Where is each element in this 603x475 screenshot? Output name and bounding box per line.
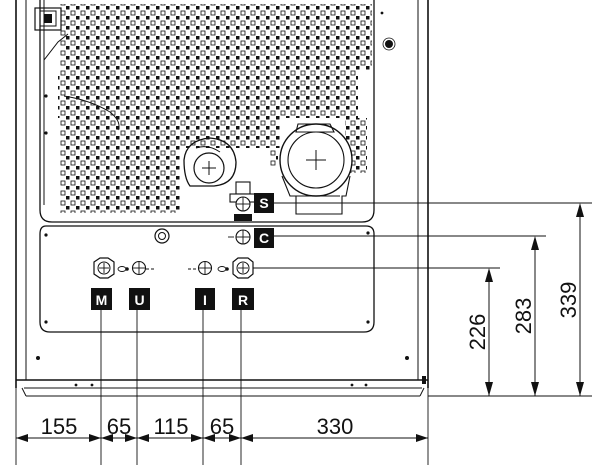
tag-c-label: C — [259, 230, 269, 246]
tag-m-label: M — [96, 292, 108, 308]
fittings — [93, 196, 254, 279]
dim-width-330: 330 — [317, 414, 354, 439]
tag-s-label: S — [259, 195, 268, 211]
dim-width-65-left: 65 — [107, 414, 131, 439]
dim-height-226: 226 — [465, 314, 490, 351]
dim-width-65-right: 65 — [210, 414, 234, 439]
tag-i-label: I — [203, 292, 207, 308]
width-arrows — [16, 434, 428, 442]
tag-i: I — [195, 288, 215, 310]
height-dimension-labels: 226 283 339 — [465, 282, 581, 351]
fitting-c — [228, 229, 251, 245]
connection-tags: M U I R S C — [91, 193, 274, 310]
tag-r-label: R — [238, 292, 248, 308]
height-extension-lines — [253, 202, 592, 397]
lower-panel — [36, 225, 409, 360]
tag-s: S — [254, 193, 274, 213]
tag-r: R — [232, 288, 254, 310]
casing — [15, 0, 429, 397]
dim-width-155: 155 — [41, 414, 78, 439]
air-intake — [183, 137, 237, 187]
dim-height-339: 339 — [556, 282, 581, 319]
tag-m: M — [91, 288, 112, 310]
tag-c: C — [254, 228, 274, 248]
height-arrows — [485, 203, 584, 396]
fitting-r — [232, 257, 254, 279]
upper-panel — [34, 0, 396, 223]
dim-height-283: 283 — [511, 298, 536, 335]
tag-u: U — [129, 288, 150, 310]
width-dimension-labels: 155 65 115 65 330 — [41, 414, 354, 439]
fitting-s — [235, 196, 251, 212]
dim-width-115: 115 — [153, 414, 188, 439]
fitting-u — [131, 260, 156, 276]
flue-outlet — [279, 123, 353, 215]
tag-u-label: U — [134, 292, 144, 308]
fitting-i — [188, 260, 229, 276]
fitting-m — [93, 257, 129, 279]
extension-lines — [15, 310, 429, 465]
